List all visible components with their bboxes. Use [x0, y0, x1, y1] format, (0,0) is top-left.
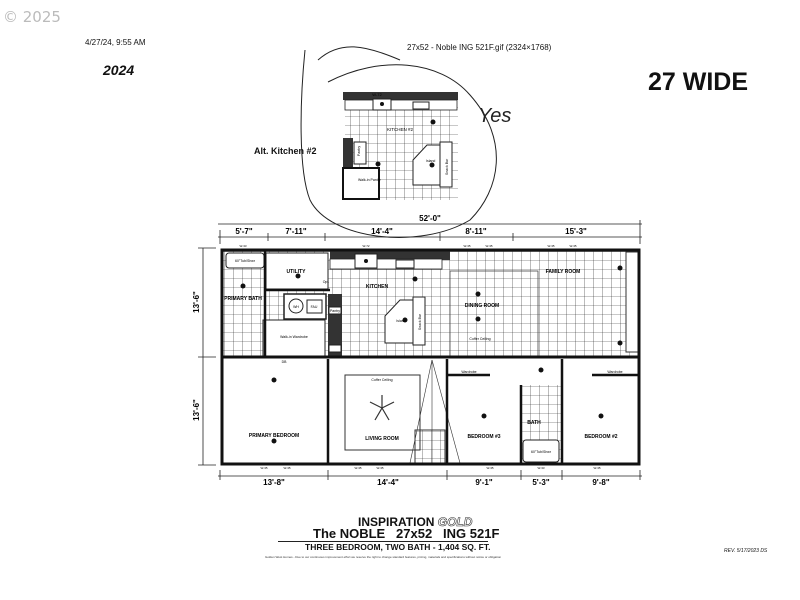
window-bottom: W-35 [354, 466, 361, 470]
width-label: 27 WIDE [648, 68, 749, 96]
alt-kitchen-window: W-72 [372, 92, 382, 97]
alt-kitchen-snack-bar: Snack Bar [445, 158, 449, 175]
window-bottom: W-35 [376, 466, 383, 470]
room-bath: BATH [527, 420, 541, 426]
fixture-island: Island [396, 319, 405, 323]
window-bottom: W-33 [537, 466, 544, 470]
room-family: FAMILY ROOM [546, 269, 581, 275]
top-dim-5: 15'-3" [565, 227, 587, 236]
fixture-tub-bath: 60"Tub/Shwr [531, 450, 552, 454]
brand-title: INSPIRATION GOLD [358, 515, 473, 530]
window-top: W-35 [547, 244, 554, 248]
bottom-dim-3: 9'-1" [475, 478, 492, 487]
model-year: 2024 [103, 62, 135, 78]
top-dim-2: 7'-11" [285, 227, 306, 236]
room-bedroom-3: BEDROOM #3 [467, 434, 500, 440]
overall-length: 52'-0" [419, 214, 441, 223]
disclaimer: Golden West Homes - Due to our continuou… [265, 555, 502, 559]
hand-drawn-circle-top [317, 46, 401, 61]
fixture-pantry: Pantry [330, 309, 340, 313]
room-dining: DINING ROOM [465, 303, 499, 309]
bottom-dim-2: 14'-4" [377, 478, 399, 487]
brand-gold: GOLD [437, 515, 473, 530]
window-bottom: W-35 [260, 466, 267, 470]
window-bottom: W-35 [283, 466, 290, 470]
copyright-watermark: © 2025 [3, 8, 61, 26]
room-lights [240, 265, 623, 444]
bottom-dim-1: 13'-8" [263, 478, 285, 487]
fixture-walkin-wardrobe: Walk-in Wardrobe [280, 335, 308, 339]
model-name: The NOBLE 27x52 ING 521F [313, 526, 500, 541]
top-dim-3: 14'-4" [371, 227, 393, 236]
dimension-lines [198, 220, 642, 480]
alt-kitchen-plan: W-72 KITCHEN #2 Pantry Walk-in Pantry Is… [342, 92, 458, 200]
room-living: LIVING ROOM [365, 436, 399, 442]
top-dim-1: 5'-7" [235, 227, 252, 236]
alt-kitchen-island: Island [426, 159, 435, 163]
room-utility: UTILITY [287, 269, 307, 275]
fixture-db: DB [282, 360, 288, 364]
room-bedroom-2: BEDROOM #2 [584, 434, 617, 440]
bottom-dim-4: 5'-3" [532, 478, 549, 487]
brand-name: INSPIRATION [358, 515, 435, 529]
alt-kitchen-room-label: KITCHEN #2 [387, 127, 414, 132]
fixture-optional: Opt. [323, 280, 330, 284]
window-top: W-72 [362, 244, 369, 248]
fixture-furnace: FAU [311, 305, 318, 309]
hand-drawn-circle [300, 49, 497, 238]
fixture-tub-primary: 60"Tub/Shwr [235, 259, 256, 263]
fixture-coffer-living: Coffer Ceiling [371, 378, 392, 382]
fixture-snack-bar: Snack Bar [418, 313, 422, 330]
window-top: W-35 [569, 244, 576, 248]
room-primary-bath: PRIMARY BATH [224, 296, 262, 302]
top-dim-4: 8'-11" [465, 227, 486, 236]
room-kitchen: KITCHEN [366, 284, 389, 290]
home-summary: THREE BEDROOM, TWO BATH - 1,404 SQ. FT. [305, 542, 491, 552]
timestamp: 4/27/24, 9:55 AM [85, 38, 146, 47]
side-dim-2: 13'-6" [192, 399, 201, 421]
handwritten-note: Yes [478, 105, 511, 127]
fixture-wardrobe-2: Wardrobe [607, 370, 622, 374]
alt-kitchen-label: Alt. Kitchen #2 [254, 146, 317, 156]
alt-kitchen-walkin-pantry: Walk-in Pantry [358, 178, 381, 182]
room-primary-bedroom: PRIMARY BEDROOM [249, 433, 299, 439]
revision-note: REV. 5/17/2023 DS [724, 548, 768, 554]
window-bottom: W-35 [486, 466, 493, 470]
fixture-coffer-dining: Coffer Ceiling [469, 337, 490, 341]
window-top: W-33 [239, 244, 246, 248]
window-top: W-35 [463, 244, 470, 248]
alt-kitchen-pantry: Pantry [357, 146, 361, 156]
main-floor-plan [220, 248, 641, 466]
bottom-dim-5: 9'-8" [592, 478, 609, 487]
file-name: 27x52 - Noble ING 521F.gif (2324×1768) [407, 43, 552, 52]
window-bottom: W-35 [593, 466, 600, 470]
side-dim-1: 13'-6" [192, 291, 201, 313]
window-top: W-35 [485, 244, 492, 248]
title-divider [278, 541, 488, 542]
fixture-water-heater: WH [293, 305, 299, 309]
fixture-wardrobe-3: Wardrobe [461, 370, 476, 374]
